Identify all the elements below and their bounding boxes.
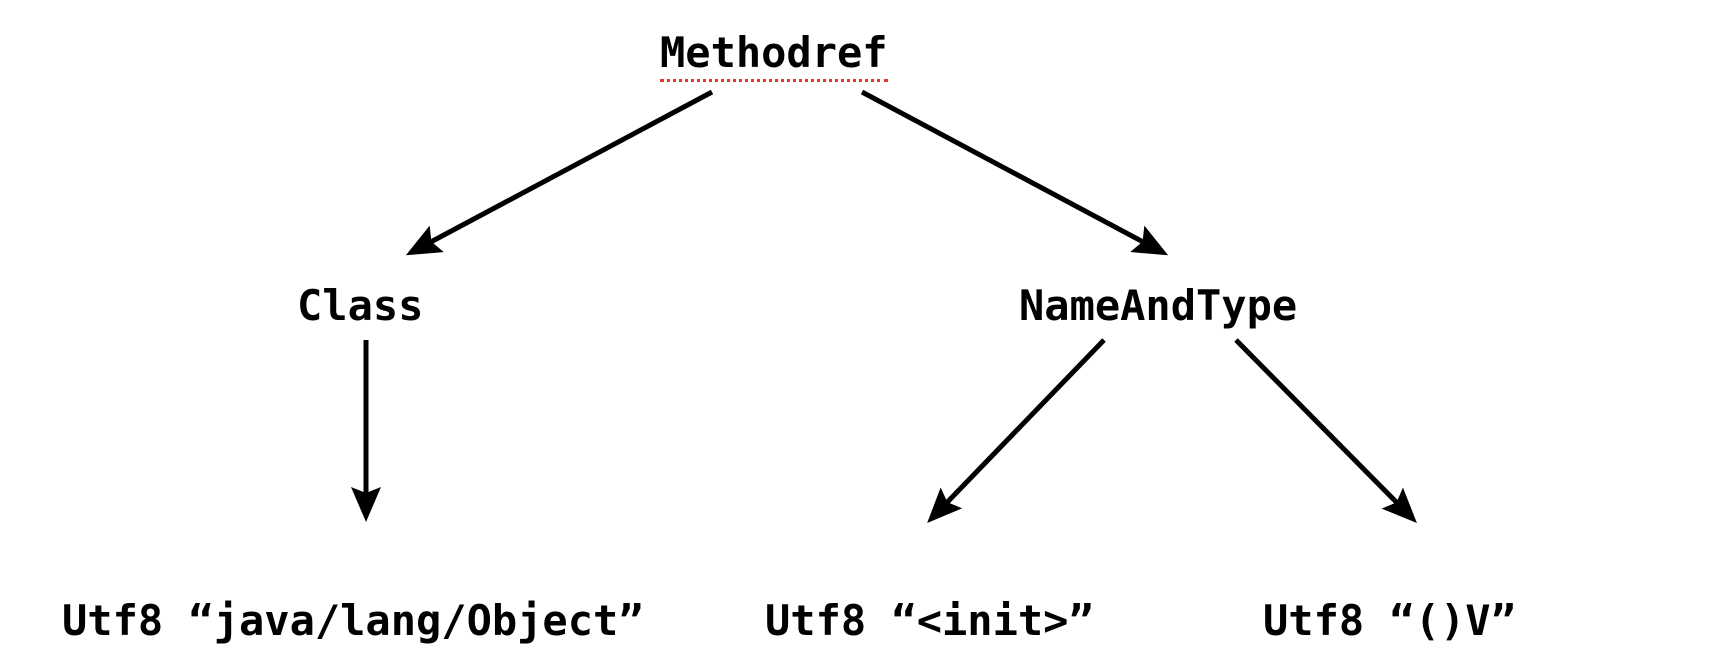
node-utf8-init-label: Utf8 “<init>” (765, 596, 1094, 645)
node-class-label: Class (297, 281, 424, 330)
node-utf8-java-lang-object: Utf8 “java/lang/Object” (62, 600, 644, 642)
node-name-and-type-label: NameAndType (1019, 281, 1298, 330)
node-utf8-java-lang-object-label: Utf8 “java/lang/Object” (62, 596, 644, 645)
node-utf8-descriptor: Utf8 “()V” (1263, 600, 1516, 642)
node-methodref: Methodref (660, 32, 888, 82)
node-utf8-init: Utf8 “<init>” (765, 600, 1094, 642)
edge-nameandtype-to-utf8-descriptor (1234, 338, 1417, 523)
node-utf8-descriptor-label: Utf8 “()V” (1263, 596, 1516, 645)
node-class: Class (297, 285, 423, 327)
edge-methodref-to-nameandtype (860, 89, 1169, 256)
edge-methodref-to-class (405, 89, 714, 256)
edge-nameandtype-to-utf8-init (927, 338, 1106, 524)
node-name-and-type: NameAndType (1019, 285, 1297, 327)
node-methodref-label: Methodref (660, 32, 888, 82)
